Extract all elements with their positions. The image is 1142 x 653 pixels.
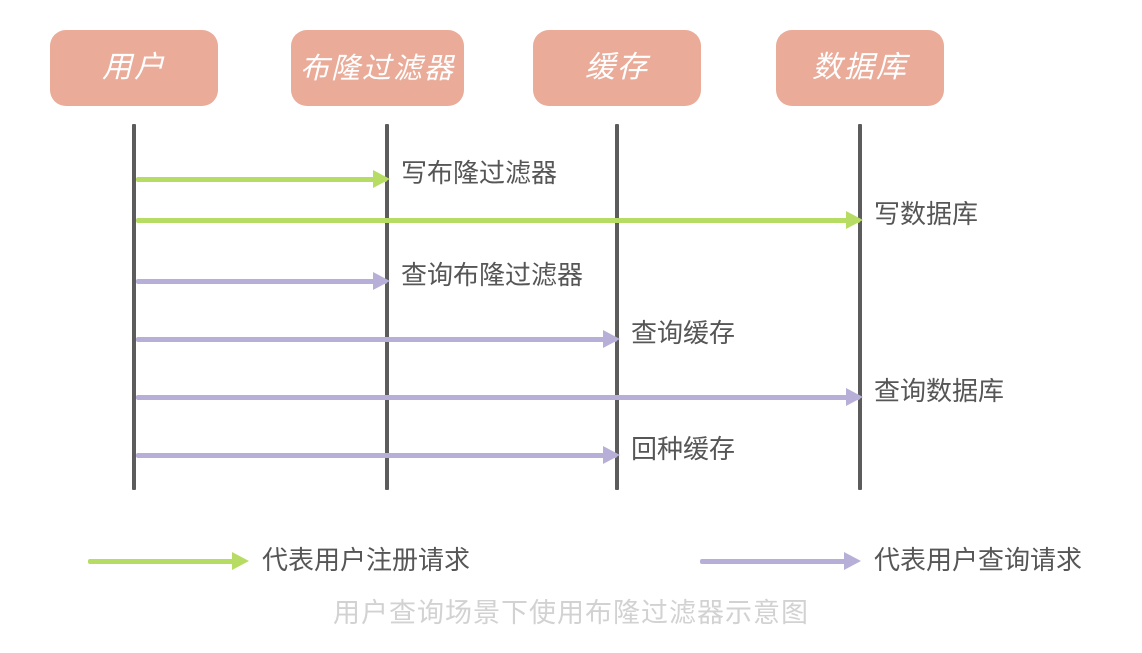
message-label-query-bloom-filter: 查询布隆过滤器 xyxy=(401,261,584,291)
message-arrowhead-write-bloom-filter xyxy=(373,170,390,188)
message-line-reseed-cache xyxy=(136,453,617,458)
lifeline-bloom-filter xyxy=(385,124,389,490)
message-line-query-cache xyxy=(136,337,617,342)
legend-swatch-register-request xyxy=(88,552,249,570)
actor-label-database: 数据库 xyxy=(812,50,908,85)
legend-item-register-request: 代表用户注册请求 xyxy=(88,548,470,574)
lifeline-user xyxy=(132,124,136,490)
legend-label-register-request: 代表用户注册请求 xyxy=(262,546,471,576)
actor-box-database[interactable]: 数据库 xyxy=(776,30,944,106)
actor-box-bloom-filter[interactable]: 布隆过滤器 xyxy=(291,30,464,106)
legend-label-query-request: 代表用户查询请求 xyxy=(874,546,1083,576)
message-arrowhead-query-database xyxy=(846,388,863,406)
message-label-write-database: 写数据库 xyxy=(874,200,979,230)
actor-label-bloom-filter: 布隆过滤器 xyxy=(299,50,455,85)
message-line-query-bloom-filter xyxy=(136,279,387,284)
actor-label-cache: 缓存 xyxy=(585,50,649,85)
legend-arrowhead-query-request xyxy=(844,552,861,570)
message-arrowhead-reseed-cache xyxy=(603,446,620,464)
actor-box-cache[interactable]: 缓存 xyxy=(533,30,701,106)
legend-arrowhead-register-request xyxy=(232,552,249,570)
message-label-query-cache: 查询缓存 xyxy=(631,319,736,349)
message-arrowhead-query-cache xyxy=(603,330,620,348)
message-line-query-database xyxy=(136,395,860,400)
message-arrowhead-query-bloom-filter xyxy=(373,272,390,290)
legend-item-query-request: 代表用户查询请求 xyxy=(700,548,1082,574)
message-label-query-database: 查询数据库 xyxy=(874,377,1005,407)
message-label-reseed-cache: 回种缓存 xyxy=(631,435,736,465)
message-line-write-bloom-filter xyxy=(136,177,387,182)
message-arrowhead-write-database xyxy=(846,211,863,229)
figure-caption: 用户查询场景下使用布隆过滤器示意图 xyxy=(333,598,809,629)
actor-box-user[interactable]: 用户 xyxy=(50,30,218,106)
lifeline-database xyxy=(858,124,862,490)
message-label-write-bloom-filter: 写布隆过滤器 xyxy=(401,159,558,189)
legend-swatch-query-request xyxy=(700,552,861,570)
lifeline-cache xyxy=(615,124,619,490)
actor-label-user: 用户 xyxy=(102,50,166,85)
message-line-write-database xyxy=(136,218,860,223)
